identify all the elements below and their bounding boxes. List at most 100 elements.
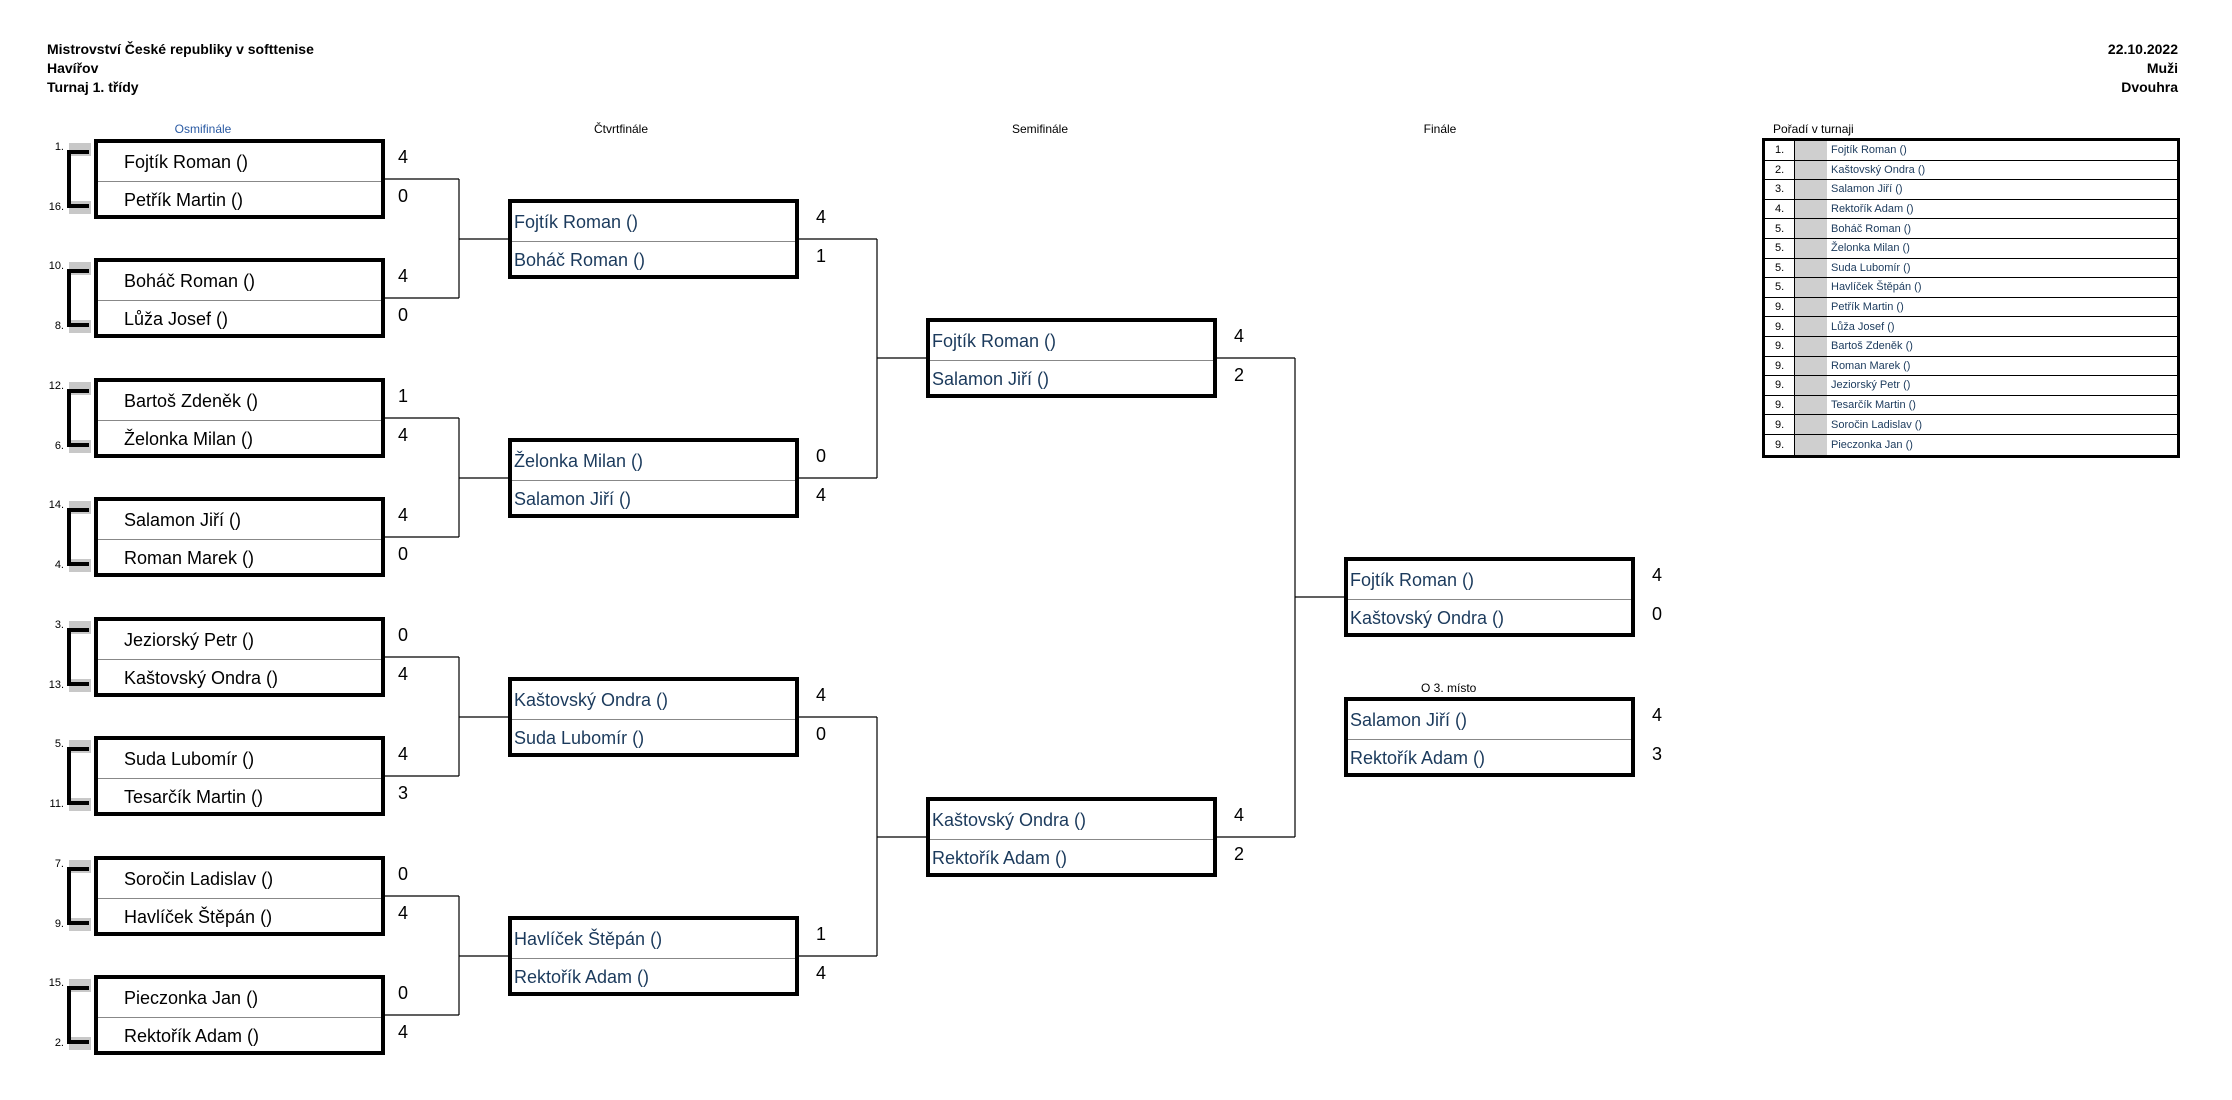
player-row: Havlíček Štěpán () [512,920,795,959]
score: 0 [398,625,409,645]
player-name: Rektořík Adam () [124,1025,260,1046]
player-name: Havlíček Štěpán () [514,928,663,949]
ranking-player-name: Havlíček Štěpán () [1831,281,1922,294]
player-name: Suda Lubomír () [124,748,255,769]
player-name: Fojtík Roman () [124,151,249,172]
player-row: Fojtík Roman () [1348,561,1631,600]
ranking-row: 9. Bartoš Zdeněk () [1765,336,2177,357]
player-row: Soročin Ladislav () [98,860,381,899]
ranking-grey-cell [1795,141,1827,160]
score: 4 [1652,565,1663,585]
ranking-position: 9. [1765,434,1795,455]
ranking-player-name: Pieczonka Jan () [1831,438,1913,451]
match-box: Suda Lubomír () Tesarčík Martin () [94,736,385,816]
player-row: Rektořík Adam () [1348,739,1631,777]
ranking-position: 5. [1765,258,1795,278]
player-name: Želonka Milan () [124,428,254,449]
round-label-round-of-16: Osmifinále [174,122,232,136]
seed-number: 6. [54,440,64,452]
score: 3 [1652,744,1663,764]
event-class: Turnaj 1. třídy [47,79,139,95]
event-meta: 22.10.2022 Muži Dvouhra [2108,40,2178,97]
player-row: Roman Marek () [98,539,381,577]
score: 4 [398,664,409,684]
score: 0 [816,446,827,466]
match-box: Havlíček Štěpán ()Rektořík Adam () [508,916,799,996]
player-row: Kaštovský Ondra () [98,659,381,697]
match-box: Fojtík Roman () Kaštovský Ondra () [1344,557,1635,637]
ranking-player-name: Salamon Jiří () [1831,183,1903,196]
player-row: Fojtík Roman () [512,203,795,242]
ranking-position: 9. [1765,415,1795,434]
seed-number: 14. [48,499,64,511]
round-label-final: Finále [1423,122,1457,136]
player-name: Želonka Milan () [514,450,644,471]
ranking-player-name: Lůža Josef () [1831,320,1895,333]
player-name: Rektořík Adam () [932,847,1068,868]
player-row: Kaštovský Ondra () [512,681,795,720]
ranking-row: 4.Rektořík Adam () [1765,199,2177,220]
player-name: Lůža Josef () [124,308,229,329]
player-row: Salamon Jiří () [1348,701,1631,740]
event-location: Havířov [47,60,99,76]
seed-number: 1. [54,141,64,153]
seed-number: 10. [48,260,64,272]
event-date: 22.10.2022 [2107,41,2178,57]
score: 4 [398,505,409,525]
seed-number: 5. [54,738,64,750]
ranking-position: 1. [1765,141,1795,160]
player-name: Boháč Roman () [514,249,646,270]
ranking-grey-cell [1795,219,1827,238]
match-box: Boháč Roman ()Lůža Josef () [94,258,385,338]
ranking-grey-cell [1795,336,1827,356]
ranking-position: 9. [1765,336,1795,356]
ranking-player-name: Tesarčík Martin () [1831,399,1916,412]
event-category: Muži [2146,60,2178,76]
seed-number: 16. [48,201,64,213]
seed-bracket-shape [67,628,89,686]
round-label-semifinals: Semifinále [1011,122,1069,136]
ranking-grey-cell [1795,434,1827,455]
player-row: Tesarčík Martin () [98,778,381,816]
player-name: Kaštovský Ondra () [514,689,669,710]
player-name: Havlíček Štěpán () [124,906,273,927]
score: 4 [398,266,409,286]
ranking-player-name: Bartoš Zdeněk () [1831,340,1913,353]
ranking-row: 2.Kaštovský Ondra () [1765,160,2177,181]
seed-number: 2. [54,1037,64,1049]
score: 1 [816,924,827,944]
player-row: Suda Lubomír () [512,719,795,757]
score: 4 [1234,805,1245,825]
ranking-row: 9.Tesarčík Martin () [1765,395,2177,416]
match-box: Kaštovský Ondra () Suda Lubomír () [508,677,799,757]
ranking-player-name: Soročin Ladislav () [1831,418,1923,431]
player-row: Želonka Milan () [512,442,795,481]
ranking-grey-cell [1795,297,1827,317]
ranking-row: 9.Petřík Martin () [1765,297,2177,318]
player-name: Rektořík Adam () [1350,747,1486,768]
player-row: Salamon Jiří () [512,480,795,518]
match-box: Pieczonka Jan ()Rektořík Adam () [94,975,385,1055]
score: 1 [816,246,827,266]
player-row: Kaštovský Ondra () [1348,599,1631,637]
player-name: Soročin Ladislav () [124,868,274,889]
ranking-grey-cell [1795,317,1827,336]
ranking-player-name: Kaštovský Ondra () [1831,163,1926,176]
player-row: Rektořík Adam () [930,839,1213,877]
third-place-label: O 3. místo [1421,681,1477,695]
ranking-row: 9.Roman Marek () [1765,356,2177,377]
score: 4 [816,963,827,983]
ranking-row: 5.Havlíček Štěpán () [1765,278,2177,298]
player-row: Jeziorský Petr () [98,621,381,660]
ranking-position: 5. [1765,219,1795,238]
ranking-grey-cell [1795,278,1827,297]
ranking-player-name: Jeziorský Petr () [1831,379,1911,392]
ranking-grey-cell [1795,180,1827,199]
ranking-row: 5.Želonka Milan () [1765,238,2177,259]
ranking-grey-cell [1795,238,1827,258]
ranking-row: 5.Boháč Roman () [1765,219,2177,239]
player-row: Fojtík Roman () [98,143,381,182]
seed-bracket-shape [67,508,89,566]
player-name: Fojtík Roman () [1350,569,1475,590]
score: 4 [398,425,409,445]
